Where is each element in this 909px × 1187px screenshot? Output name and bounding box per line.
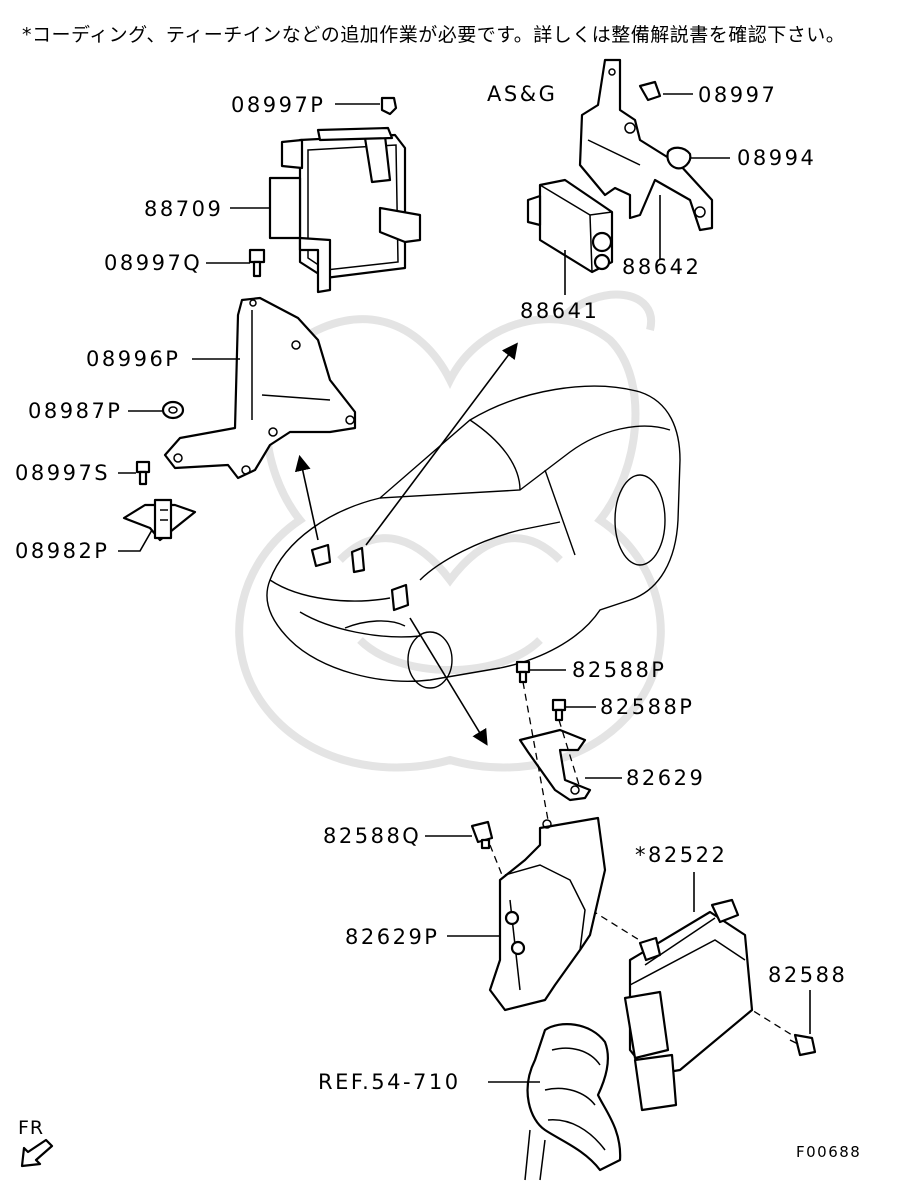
part-08987P-nut[interactable] — [161, 400, 185, 420]
label-82522[interactable]: *82522 — [635, 843, 728, 867]
part-82588P-bolt-lower[interactable] — [551, 698, 567, 722]
label-82588Q[interactable]: 82588Q — [323, 824, 422, 848]
part-82522-ecu[interactable] — [623, 898, 754, 1112]
part-88642-bracket[interactable] — [578, 58, 714, 232]
ref-harness-54-710[interactable] — [524, 1023, 622, 1181]
part-08996P-bracket[interactable] — [163, 296, 357, 480]
vehicle-outline — [266, 385, 681, 689]
label-82629P[interactable]: 82629P — [345, 925, 440, 949]
part-82629P-bracket[interactable] — [488, 816, 607, 1012]
leader-lines — [118, 93, 811, 1083]
label-08997[interactable]: 08997 — [698, 83, 778, 107]
label-08987P[interactable]: 08987P — [28, 399, 123, 423]
part-08982P-bracket[interactable] — [122, 498, 197, 542]
label-08996P[interactable]: 08996P — [86, 347, 181, 371]
front-direction-label: FR — [18, 1117, 45, 1139]
coding-notice: *コーディング、ティーチインなどの追加作業が必要です。詳しくは整備解説書を確認下… — [22, 24, 846, 46]
label-08982P[interactable]: 08982P — [15, 539, 110, 563]
location-arrows — [294, 342, 518, 746]
part-08997Q-bolt[interactable] — [248, 248, 266, 278]
section-label-asg: AS&G — [487, 82, 558, 106]
front-direction-arrow-icon — [20, 1138, 54, 1168]
part-08997P-nut[interactable] — [380, 96, 398, 116]
part-08997S-bolt[interactable] — [135, 460, 151, 486]
label-08997P[interactable]: 08997P — [231, 93, 326, 117]
label-82588P-upper[interactable]: 82588P — [572, 658, 667, 682]
part-82629-bracket[interactable] — [518, 728, 592, 802]
part-88709-module[interactable] — [268, 126, 422, 294]
part-88641-module[interactable] — [526, 178, 614, 274]
label-88709[interactable]: 88709 — [144, 197, 224, 221]
part-82588P-bolt-upper[interactable] — [515, 660, 531, 684]
part-82588-bolt[interactable] — [789, 1033, 817, 1057]
label-88642[interactable]: 88642 — [622, 255, 702, 279]
label-ref-54-710[interactable]: REF.54-710 — [318, 1070, 461, 1094]
label-82629[interactable]: 82629 — [626, 766, 706, 790]
part-08997-bolt[interactable] — [638, 80, 662, 102]
label-08997Q[interactable]: 08997Q — [104, 251, 203, 275]
label-82588P-lower[interactable]: 82588P — [600, 695, 695, 719]
label-08994[interactable]: 08994 — [737, 146, 817, 170]
label-88641[interactable]: 88641 — [520, 299, 600, 323]
part-08994-clip[interactable] — [666, 146, 692, 170]
in-vehicle-component-marks — [310, 543, 410, 612]
diagram-code: F00688 — [796, 1143, 862, 1161]
part-82588Q-bolt[interactable] — [470, 820, 494, 850]
label-82588[interactable]: 82588 — [768, 963, 848, 987]
label-08997S[interactable]: 08997S — [15, 461, 111, 485]
